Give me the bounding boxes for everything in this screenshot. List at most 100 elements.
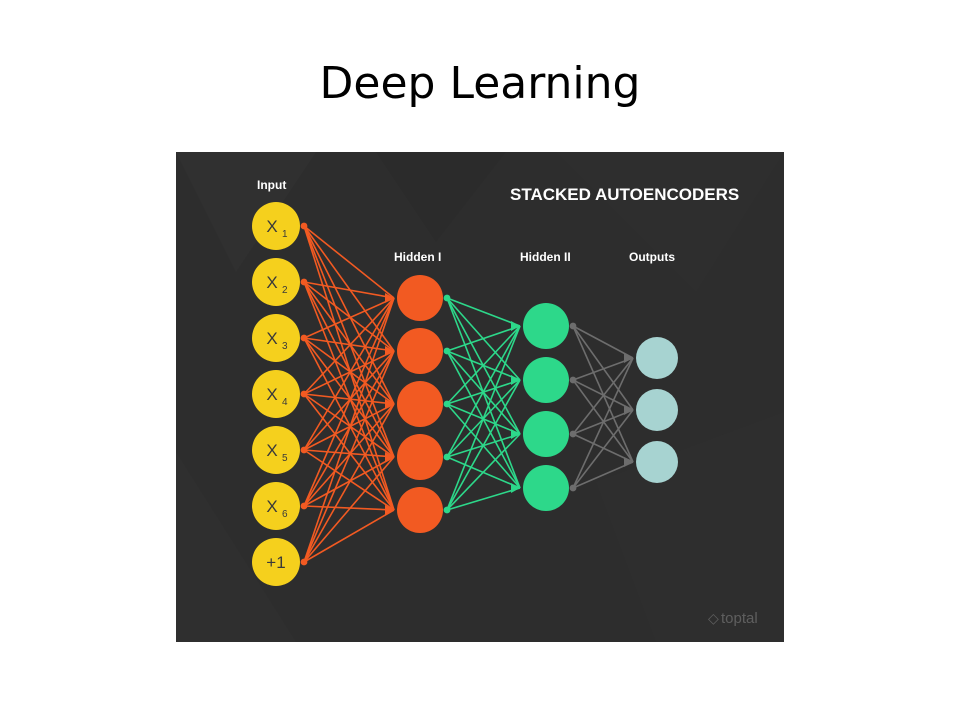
hidden2-to-outputs-edge [572, 357, 634, 489]
input-node-circle [252, 370, 300, 418]
input-to-hidden1-edge [303, 281, 395, 511]
input-node-label: X [266, 217, 277, 236]
hidden1-to-hidden2-edge [446, 433, 521, 511]
hidden1-to-hidden2-edge [446, 297, 521, 327]
input-to-hidden1-edge [303, 449, 395, 458]
input-node-circle [252, 202, 300, 250]
input-node-circle [252, 314, 300, 362]
input-to-hidden1-arrowhead [385, 452, 394, 462]
hidden1-to-hidden2-edge [446, 325, 521, 511]
input-to-hidden1-arrowhead [385, 399, 394, 409]
input-to-hidden1-edge [303, 281, 395, 352]
input-to-hidden1-edge [303, 393, 395, 511]
input-to-hidden1-edge [303, 505, 395, 511]
input-node-label: X [266, 329, 277, 348]
hidden2-to-outputs-edge [572, 325, 634, 463]
hidden2-to-outputs-arrowhead [624, 405, 633, 415]
hidden2-node-1 [523, 303, 569, 349]
input-to-hidden1-edge [303, 225, 395, 352]
toptal-logo-icon: ◇ [708, 610, 719, 626]
input-node-label: X [266, 441, 277, 460]
input-to-hidden1-edge [303, 393, 395, 458]
outputs-layer-label: Outputs [629, 250, 675, 264]
input-to-hidden1-edge [303, 509, 395, 563]
hidden1-node-3 [397, 381, 443, 427]
input-to-hidden1-edge [303, 337, 395, 511]
connections [300, 222, 634, 566]
input-to-hidden1-edge [303, 393, 395, 405]
input-to-hidden1-edge [303, 297, 395, 395]
input-node-subscript: 5 [282, 453, 288, 464]
hidden1-to-hidden2-arrowhead [511, 375, 520, 385]
hidden2-node-4 [523, 465, 569, 511]
hidden1-to-hidden2-arrowhead [511, 321, 520, 331]
input-to-hidden1-edge [303, 337, 395, 458]
hidden2-to-outputs-edge [572, 379, 634, 463]
input-to-hidden1-edge [303, 456, 395, 563]
input-to-hidden1-dot [300, 390, 308, 398]
hidden2-node-2 [523, 357, 569, 403]
hidden2-to-outputs-dot [569, 484, 577, 492]
input-to-hidden1-edge [303, 281, 395, 458]
input-to-hidden1-edge [303, 225, 395, 405]
hidden1-to-hidden2-dot [443, 506, 451, 514]
hidden1-to-hidden2-edge [446, 379, 521, 511]
hidden1-to-hidden2-dot [443, 294, 451, 302]
hidden2-to-outputs-dot [569, 322, 577, 330]
watermark: toptal [721, 610, 758, 627]
input-to-hidden1-edge [303, 225, 395, 458]
hidden1-node-2 [397, 328, 443, 374]
input-to-hidden1-edge [303, 337, 395, 352]
hidden1-layer-label: Hidden I [394, 250, 441, 264]
hidden2-to-outputs-edge [572, 325, 634, 359]
labels: STACKED AUTOENCODERS Input Hidden I Hidd… [257, 178, 758, 627]
hidden2-to-outputs-dot [569, 430, 577, 438]
hidden1-to-hidden2-dot [443, 400, 451, 408]
input-to-hidden1-edge [303, 297, 395, 563]
input-to-hidden1-edge [303, 281, 395, 299]
input-node-subscript: 4 [282, 397, 288, 408]
hidden2-to-outputs-edge [572, 409, 634, 489]
background-facets [176, 152, 784, 642]
input-to-hidden1-dot [300, 558, 308, 566]
hidden1-to-hidden2-arrowhead [511, 483, 520, 493]
input-node-subscript: 6 [282, 509, 288, 520]
input-to-hidden1-edge [303, 350, 395, 563]
input-node-circle [252, 258, 300, 306]
hidden1-node-1 [397, 275, 443, 321]
hidden1-to-hidden2-edge [446, 325, 521, 458]
slide-title: Deep Learning [319, 58, 641, 109]
input-node-circle [252, 426, 300, 474]
hidden1-to-hidden2-arrowhead [511, 429, 520, 439]
hidden1-to-hidden2-edge [446, 325, 521, 405]
input-to-hidden1-dot [300, 446, 308, 454]
input-to-hidden1-edge [303, 225, 395, 299]
hidden2-node-3 [523, 411, 569, 457]
input-to-hidden1-edge [303, 297, 395, 507]
hidden2-to-outputs-edge [572, 461, 634, 489]
input-node-circle [252, 538, 300, 586]
input-to-hidden1-edge [303, 297, 395, 451]
hidden2-to-outputs-arrowhead [624, 457, 633, 467]
hidden1-to-hidden2-edge [446, 325, 521, 352]
hidden1-to-hidden2-dot [443, 453, 451, 461]
hidden2-to-outputs-edge [572, 357, 634, 381]
input-node-label: X [266, 497, 277, 516]
output-node-1 [636, 337, 678, 379]
input-to-hidden1-arrowhead [385, 346, 394, 356]
hidden2-to-outputs-edge [572, 325, 634, 411]
input-to-hidden1-dot [300, 222, 308, 230]
hidden2-to-outputs-dot [569, 376, 577, 384]
input-to-hidden1-edge [303, 337, 395, 405]
hidden1-node-4 [397, 434, 443, 480]
output-node-3 [636, 441, 678, 483]
input-layer-label: Input [257, 178, 286, 192]
input-to-hidden1-edge [303, 449, 395, 511]
input-node-subscript: 3 [282, 341, 288, 352]
